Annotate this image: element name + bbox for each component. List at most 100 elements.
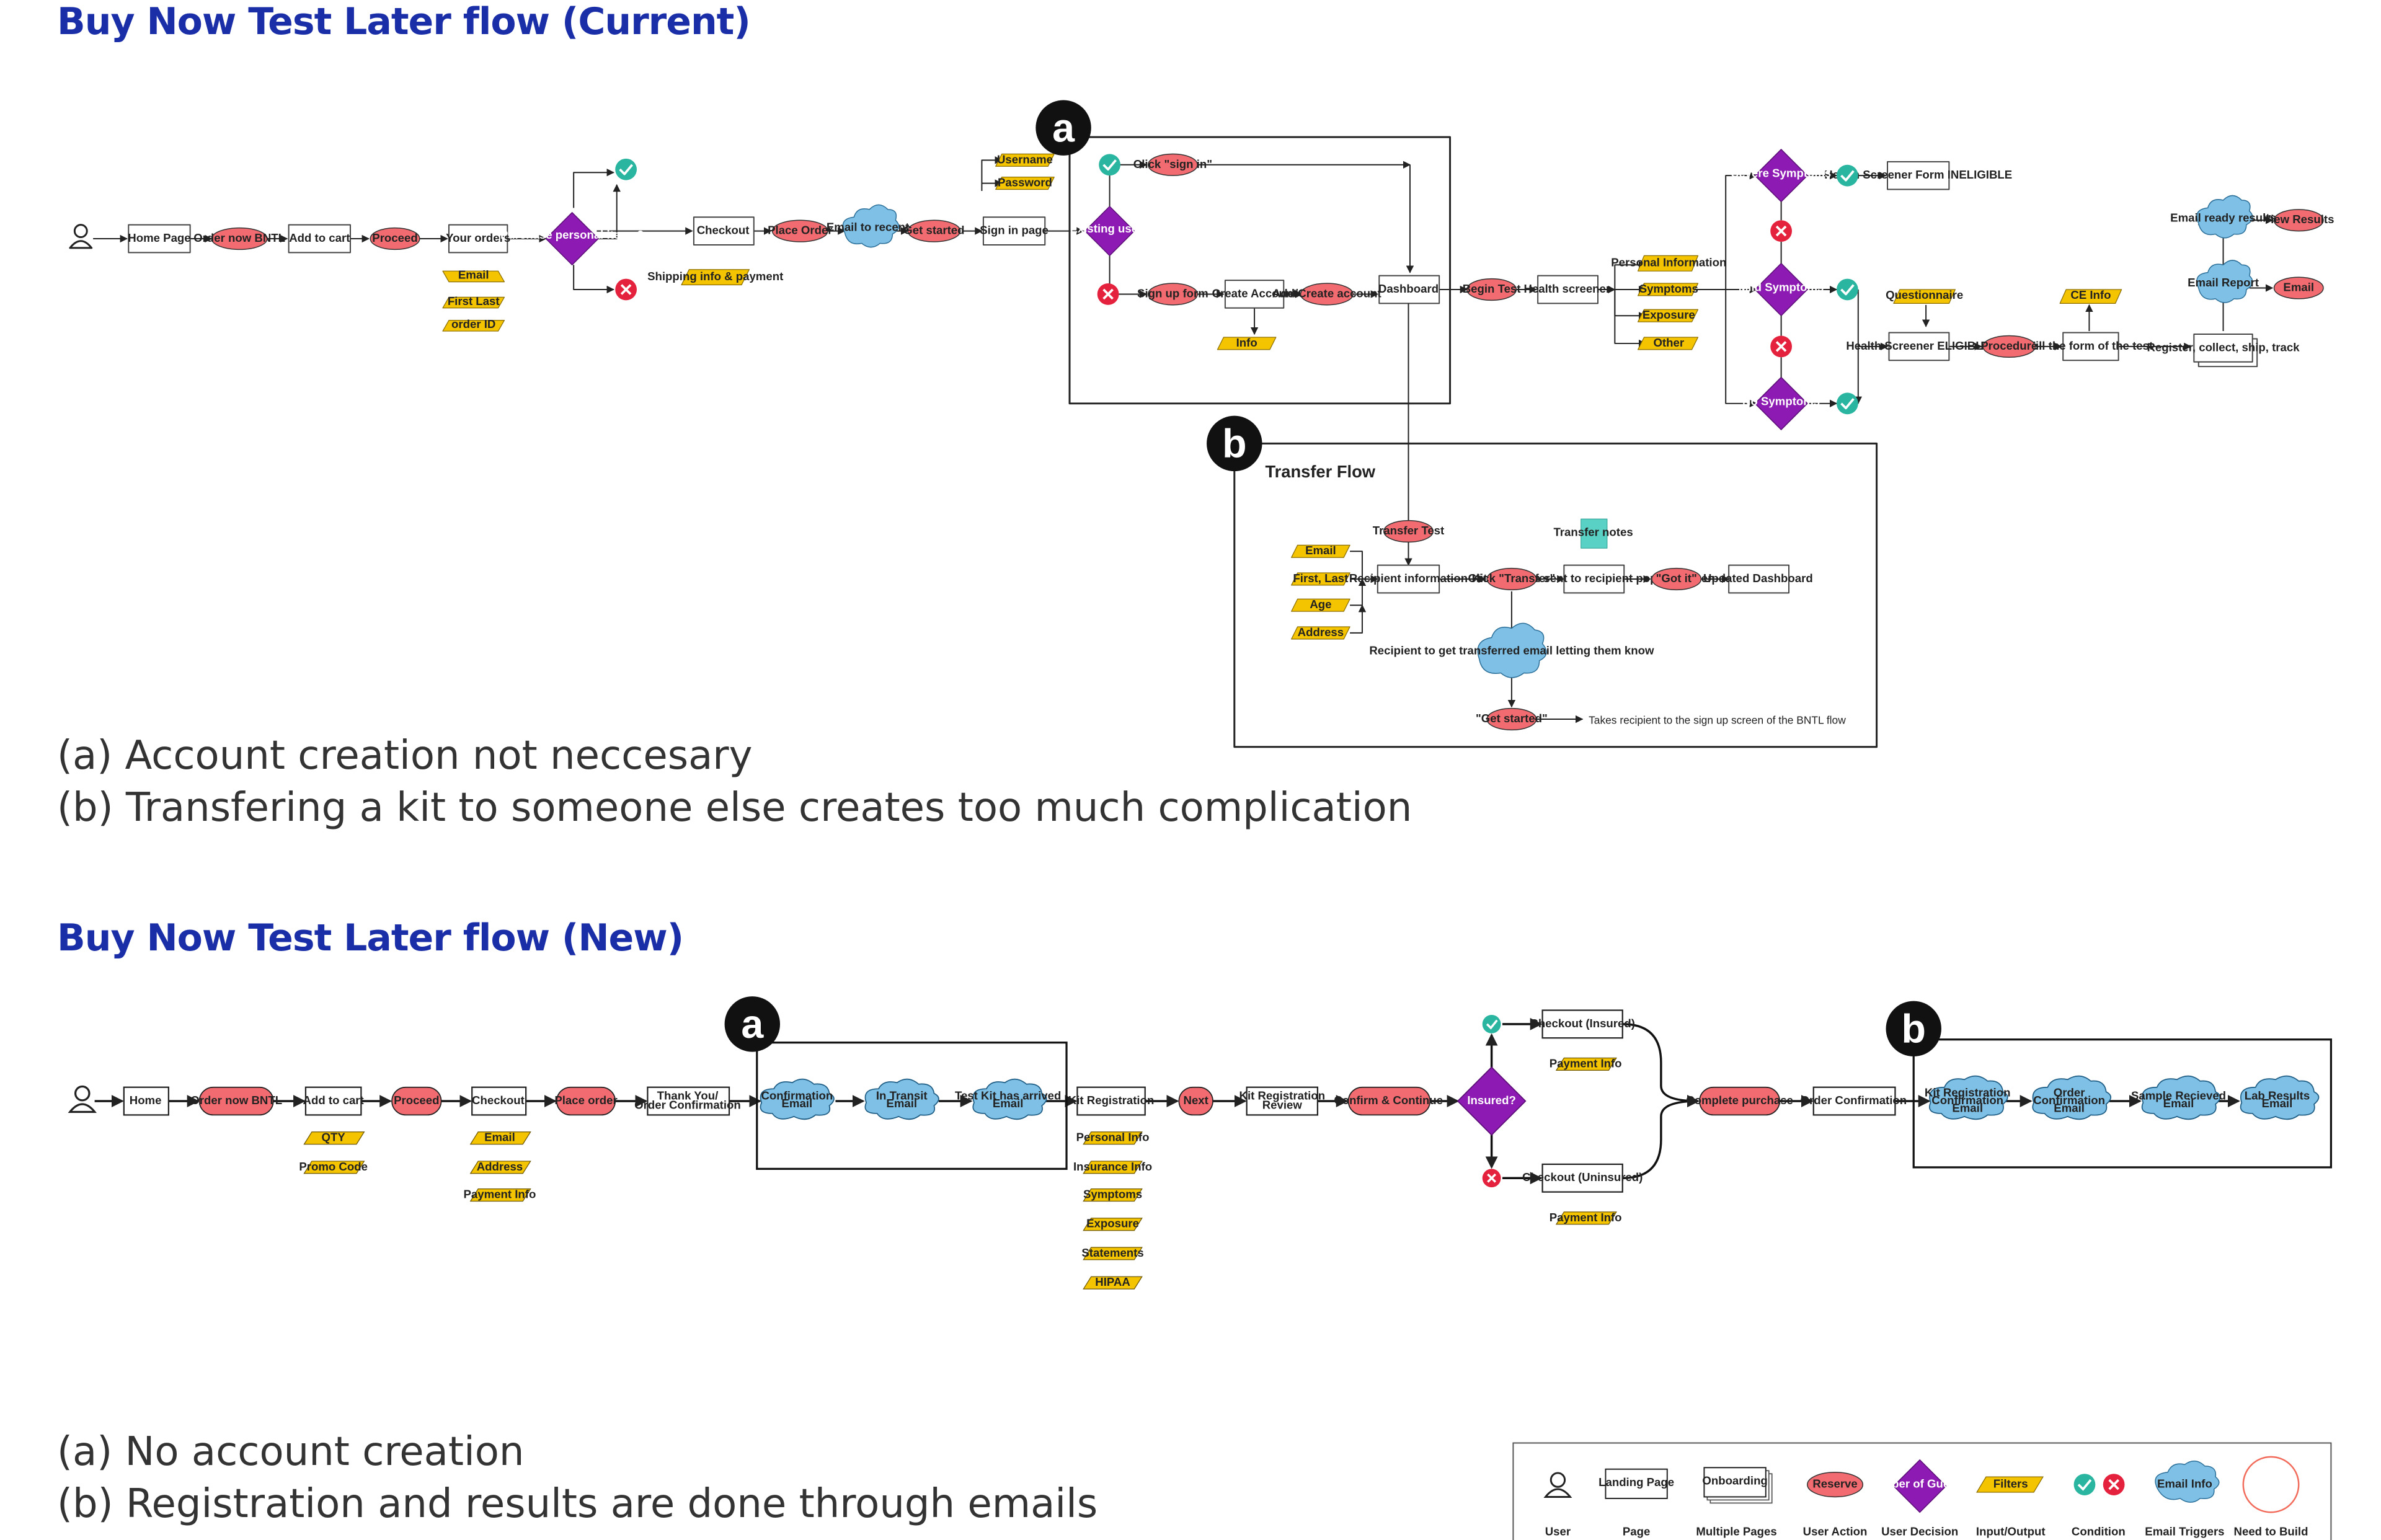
home-page (128, 224, 191, 254)
exposure-io (1637, 309, 1699, 322)
click-transfer-label: Click "Transfer" (1468, 572, 1556, 585)
current-flow-diagram: a Home Page Add to cart Your orders Chec… (69, 100, 2334, 748)
new-complete-purchase-label: Complete purchase (1686, 1094, 1793, 1107)
new-qty-label: QTY (322, 1131, 346, 1144)
email-btn-label: Email (2283, 280, 2314, 293)
proceed-action (370, 227, 420, 250)
new-payment-label: Payment Info (463, 1188, 536, 1201)
kit-popup-page (1563, 564, 1625, 594)
new-promo-io (303, 1161, 365, 1174)
new-note-b: (b) Registration and results are done th… (57, 1481, 1098, 1527)
legend-label-action: User Action (1803, 1525, 1868, 1538)
email-action (2273, 277, 2324, 299)
t-address-label: Address (1298, 626, 1344, 639)
new-insured-label: Insured? (1467, 1094, 1516, 1107)
new-address-label: Address (477, 1160, 523, 1173)
questionnaire-io-label: Questionnaire (1886, 288, 1963, 301)
new-place-order-action (556, 1086, 616, 1116)
new-hippa-io (1083, 1276, 1143, 1290)
add-account-label: Add/Create account (1272, 286, 1381, 299)
new-connectors (94, 1017, 2240, 1185)
shipping-io-label: Shipping info & payment (647, 270, 783, 283)
fill-form-page (2062, 332, 2119, 361)
recipient-email-label: Recipient to get transferred email letti… (1369, 644, 1654, 657)
new-confirm-label: Confirm & Continue (1334, 1094, 1443, 1107)
new-payment-info-1-io (1555, 1057, 1617, 1071)
legend-label-user: User (1545, 1525, 1571, 1538)
t-age-label: Age (1310, 598, 1331, 611)
section-a-box (1068, 136, 1452, 405)
email-ready-label: Email ready results (2170, 211, 2276, 224)
recipient-info-label: Recipient information (1349, 572, 1468, 585)
existing-user-decision (1084, 206, 1135, 257)
new-in-transit-label-2: Email (886, 1097, 917, 1110)
new-lab-email-label-1: Lab Results (2245, 1089, 2310, 1102)
health-screener-label: Health screener (1524, 282, 1611, 295)
check-icon (1482, 1014, 1501, 1033)
t-email-label: Email (1305, 544, 1336, 557)
new-kit-arrived-label-1: Test Kit has arrived (955, 1089, 1061, 1102)
legend-label-email: Email Triggers (2145, 1525, 2224, 1538)
sign-in-page (982, 216, 1046, 246)
section-b-box (1233, 442, 1878, 748)
fill-form-label: Fill the form of the test (2029, 339, 2153, 352)
check-icon (615, 158, 637, 180)
new-checkout-insured-page (1541, 1009, 1623, 1039)
legend-multi-sample: Onboarding (1702, 1474, 1767, 1487)
new-sample-email-label-1: Sample Recieved (2131, 1089, 2226, 1102)
new-review-label-2: Review (1262, 1098, 1303, 1111)
click-sign-in-label: Click "sign in" (1133, 157, 1212, 170)
new-order-conf-email-label-1: Order (2054, 1086, 2085, 1099)
marker-a (1035, 100, 1091, 156)
email-report-label: Email Report (2188, 276, 2259, 289)
ce-info-io (2059, 289, 2122, 304)
sign-up-action (1147, 283, 1198, 306)
email-sent-cloud (842, 204, 900, 248)
new-checkout-uninsured-page (1541, 1163, 1623, 1193)
transfer-test-label: Transfer Test (1373, 524, 1445, 537)
check-icon (2073, 1474, 2096, 1495)
new-thank-you-label-1: Thank You/ (657, 1089, 719, 1102)
email-ready-cloud (2196, 195, 2253, 239)
new-home-page (123, 1086, 169, 1116)
new-in-transit-email-cloud (864, 1078, 939, 1120)
new-complete-purchase-action (1699, 1086, 1780, 1116)
new-review-label-1: Kit Registration (1239, 1089, 1326, 1102)
new-payment-info-2-label: Payment Info (1550, 1211, 1622, 1224)
procedure-action (1982, 335, 2036, 358)
new-confirm-action (1347, 1086, 1431, 1116)
new-payment-io (469, 1188, 531, 1202)
new-marker-a (724, 996, 781, 1052)
new-sample-email-label-2: Email (2163, 1097, 2194, 1110)
check-icon (1837, 392, 1858, 415)
new-flow-title: Buy Now Test Later flow (New) (57, 916, 684, 960)
info-io (1217, 337, 1277, 350)
legend-page-sample: Landing Page (1598, 1476, 1674, 1489)
transfer-flow-title: Transfer Flow (1265, 462, 1375, 481)
mild-label: Mild Symptoms (1739, 280, 1824, 293)
current-flow-title: Buy Now Test Later flow (Current) (57, 0, 751, 43)
first-last-io-label: First Last (448, 294, 500, 308)
username-io (995, 153, 1055, 167)
view-results-action (2273, 209, 2324, 232)
new-checkout-uninsured-label: Checkout (Uninsured) (1522, 1170, 1643, 1184)
new-lab-email-label-2: Email (2262, 1097, 2293, 1110)
sticky-note (1581, 518, 1608, 549)
got-it-label: "Got it" (1656, 572, 1697, 585)
new-order-confirmation-page (1812, 1086, 1896, 1116)
new-proceed-action (391, 1086, 442, 1116)
new-address-io (469, 1161, 531, 1174)
new-kit-reg-email-label-2: Confirmation (1931, 1094, 2003, 1107)
legend-user-icon (1543, 1472, 1572, 1498)
new-email-io (469, 1131, 531, 1145)
current-note-b: (b) Transfering a kit to someone else cr… (57, 785, 1412, 831)
new-insured-decision (1457, 1066, 1527, 1136)
condition-icons (615, 154, 1858, 415)
add-to-cart-page (288, 224, 351, 254)
symptoms-io (1637, 283, 1699, 296)
new-confirmation-email-label-2: Email (782, 1097, 813, 1110)
legend-label-build: Need to Build (2234, 1525, 2308, 1538)
sign-up-label: Sign up form (1137, 286, 1208, 299)
t-address-io (1291, 626, 1350, 640)
